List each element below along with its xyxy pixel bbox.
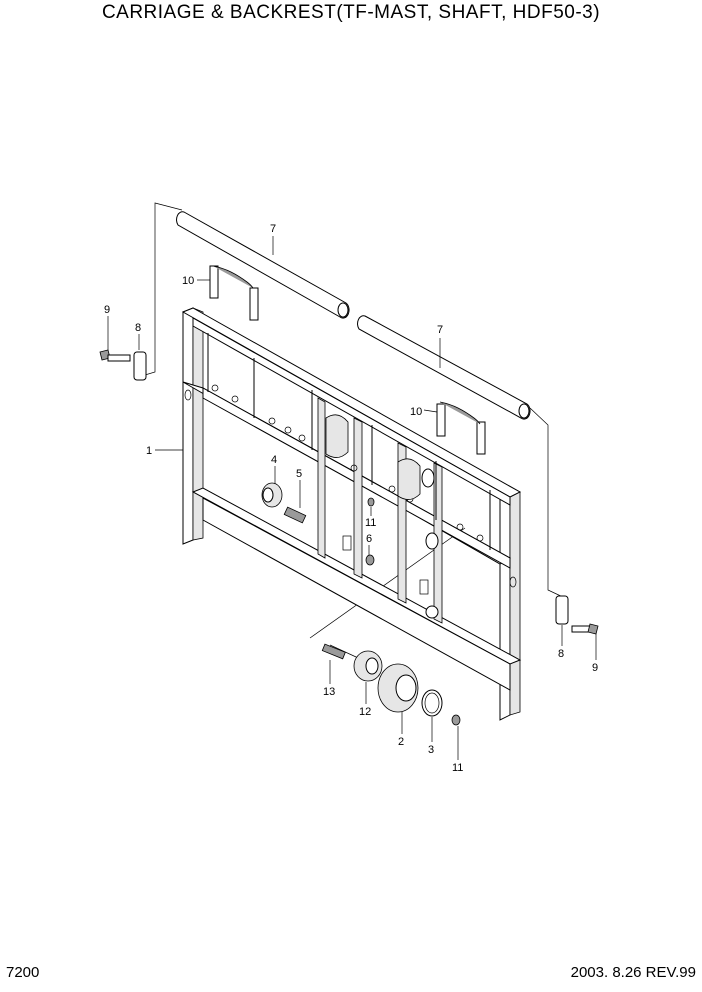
callout-8b: 8 [558,648,564,660]
callout-10a: 10 [182,275,194,287]
callout-3: 3 [428,744,434,756]
callout-9a: 9 [104,304,110,316]
side-plate-left [133,351,147,381]
callout-11b: 11 [452,762,463,774]
callout-7a: 7 [270,223,276,235]
snap-ring-3 [421,689,443,717]
callout-13: 13 [323,686,335,698]
fitting-6 [365,554,375,566]
callout-labels: 7 7 10 10 9 8 1 4 5 11 6 13 12 2 3 11 8 … [104,223,598,774]
callout-1: 1 [146,445,152,457]
callout-11a: 11 [365,517,376,529]
bolt-left [99,349,131,362]
carriage-frame [181,307,522,721]
bearing-2 [377,663,419,713]
callout-10b: 10 [410,406,422,418]
callout-4: 4 [271,454,277,466]
callout-6: 6 [366,533,372,545]
diagram-title: CARRIAGE & BACKREST(TF-MAST, SHAFT, HDF5… [101,2,601,23]
callout-2: 2 [398,736,404,748]
callout-7b: 7 [437,324,443,336]
stud-5 [283,506,307,524]
pin-13 [321,643,346,660]
spacer-12 [353,650,383,682]
chain-pin-right [436,401,486,455]
side-plate-right [555,595,569,625]
page-code: 7200 [6,964,40,981]
leader-lines [107,236,597,760]
callout-9b: 9 [592,662,598,674]
callout-5: 5 [296,468,302,480]
bolt-right [571,623,599,635]
callout-8a: 8 [135,322,141,334]
roller-4 [261,482,283,508]
chain-pin-left [209,265,259,321]
fitting-11b [451,714,461,726]
callout-12: 12 [359,706,371,718]
backrest-pin-right [357,315,531,420]
backrest-pin-left [176,211,350,319]
fitting-11a [367,497,375,507]
revision-date: 2003. 8.26 REV.99 [570,964,696,981]
